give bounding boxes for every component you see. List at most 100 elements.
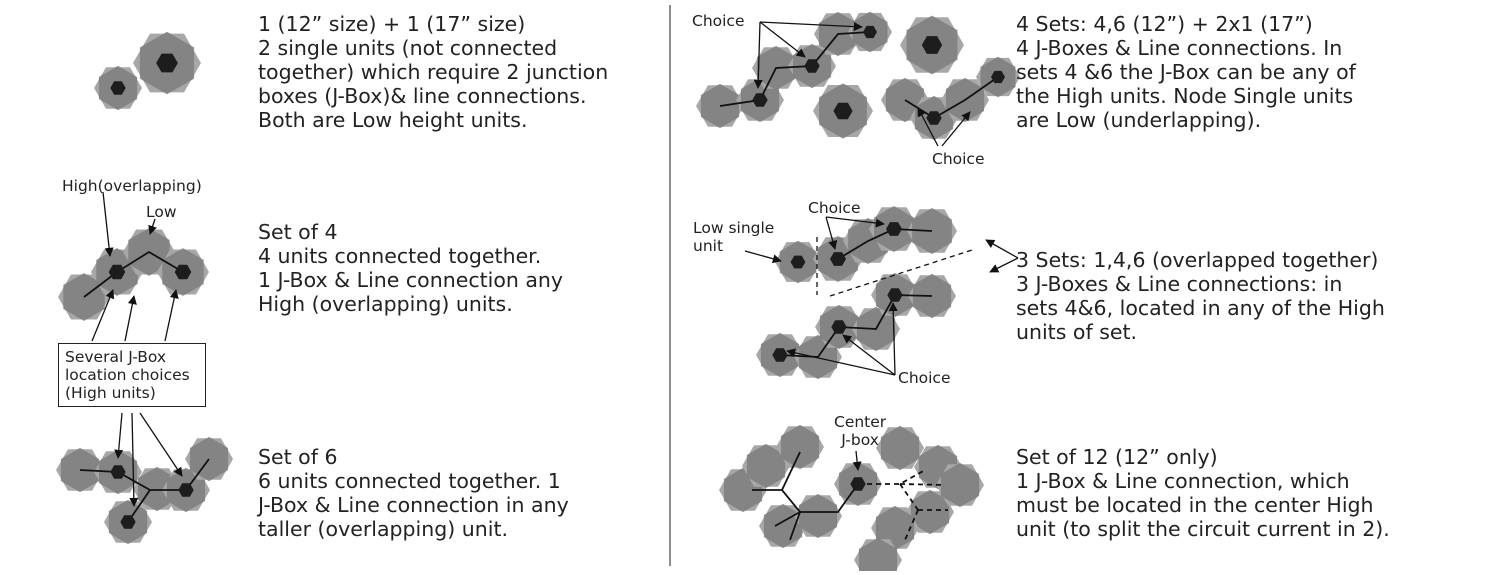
description-single-units: 1 (12” size) + 1 (17” size) 2 single uni… bbox=[258, 12, 608, 132]
box-line: Several J-Box bbox=[65, 348, 167, 366]
junction-node bbox=[863, 25, 877, 39]
desc-line: J-Box & Line connection in any bbox=[258, 493, 569, 517]
description-set-of-6: Set of 6 6 units connected together. 1 J… bbox=[258, 445, 569, 541]
desc-line: unit (to split the circuit current in 2)… bbox=[1016, 517, 1390, 541]
pointer-arrow bbox=[842, 334, 896, 376]
desc-line: 3 J-Boxes & Line connections: in bbox=[1016, 272, 1343, 296]
desc-line: 3 Sets: 1,4,6 (overlapped together) bbox=[1016, 248, 1379, 272]
pointer-arrow bbox=[744, 250, 782, 264]
label-low: Low bbox=[146, 203, 177, 221]
connection-line-dashed bbox=[899, 483, 946, 486]
label-center-jbox: Center J-box bbox=[834, 413, 886, 449]
desc-line: units of set. bbox=[1016, 320, 1138, 344]
junction-nodes bbox=[108, 25, 1005, 529]
desc-line: 2 single units (not connected bbox=[258, 36, 558, 60]
pointer-arrow bbox=[825, 216, 838, 250]
pointer-arrow bbox=[759, 21, 806, 58]
label-line: Low single bbox=[693, 219, 775, 237]
junction-node bbox=[850, 477, 866, 491]
desc-line: 4 units connected together. bbox=[258, 244, 542, 268]
pointer-arrow bbox=[114, 412, 124, 459]
junction-node bbox=[110, 465, 126, 479]
junction-node bbox=[772, 348, 788, 362]
junction-node bbox=[174, 264, 192, 280]
junction-node bbox=[178, 483, 194, 497]
pointer-arrow bbox=[129, 412, 139, 507]
desc-line: must be located in the center High bbox=[1016, 493, 1374, 517]
pointer-arrow bbox=[164, 289, 179, 342]
description-set-of-4: Set of 4 4 units connected together. 1 J… bbox=[258, 220, 563, 316]
hexagon-unit-shade bbox=[940, 462, 980, 508]
label-line: J-box bbox=[841, 431, 879, 449]
hexagon-unit-shade bbox=[875, 505, 915, 551]
desc-line: Set of 12 (12” only) bbox=[1016, 445, 1218, 469]
desc-line: boxes (J-Box)& line connections. bbox=[258, 84, 587, 108]
junction-node bbox=[790, 255, 806, 269]
desc-line: together) which require 2 junction bbox=[258, 60, 609, 84]
description-4-sets: 4 Sets: 4,6 (12”) + 2x1 (17”) 4 J-Boxes … bbox=[1016, 12, 1356, 132]
desc-line: Set of 4 bbox=[258, 220, 338, 244]
pointer-arrow bbox=[941, 111, 971, 147]
junction-node bbox=[752, 93, 768, 107]
label-line: unit bbox=[693, 237, 724, 255]
hexagon-unit-shade bbox=[798, 493, 838, 539]
junction-node bbox=[108, 264, 126, 280]
label-line: Center bbox=[834, 413, 887, 431]
hexagon-unit-shade bbox=[880, 425, 920, 471]
junction-node bbox=[887, 288, 903, 302]
pointer-arrow bbox=[917, 107, 939, 147]
pointer-arrow bbox=[985, 239, 1019, 259]
desc-line: 4 Sets: 4,6 (12”) + 2x1 (17”) bbox=[1016, 12, 1313, 36]
desc-line: the High units. Node Single units bbox=[1016, 84, 1354, 108]
junction-node bbox=[833, 102, 853, 120]
pointer-arrow bbox=[852, 450, 862, 471]
description-set-of-12: Set of 12 (12” only) 1 J-Box & Line conn… bbox=[1016, 445, 1390, 541]
connection-line bbox=[83, 250, 184, 298]
desc-line: 1 (12” size) + 1 (17” size) bbox=[258, 12, 526, 36]
box-line: location choices bbox=[65, 366, 190, 384]
junction-node bbox=[926, 111, 942, 125]
pointer-arrow bbox=[91, 289, 115, 342]
junction-node bbox=[991, 70, 1005, 84]
junction-node bbox=[120, 515, 136, 529]
label-choice-mid: Choice bbox=[808, 199, 861, 217]
junction-node bbox=[804, 59, 820, 73]
connection-line bbox=[781, 451, 801, 491]
divider-line-dashed bbox=[829, 249, 973, 297]
desc-line: 1 J-Box & Line connection, which bbox=[1016, 469, 1350, 493]
desc-line: Set of 6 bbox=[258, 445, 338, 469]
label-high-overlapping: High(overlapping) bbox=[62, 177, 202, 195]
connection-line-dashed bbox=[858, 469, 926, 485]
description-3-sets: 3 Sets: 1,4,6 (overlapped together) 3 J-… bbox=[1016, 248, 1385, 344]
pointer-arrow bbox=[124, 295, 137, 342]
desc-line: 1 J-Box & Line connection any bbox=[258, 268, 564, 292]
junction-node bbox=[831, 320, 847, 334]
connection-line bbox=[837, 228, 933, 260]
pointer-arrow bbox=[888, 302, 898, 376]
desc-line: High (overlapping) units. bbox=[258, 292, 513, 316]
desc-line: taller (overlapping) unit. bbox=[258, 517, 508, 541]
pointer-arrow bbox=[825, 216, 885, 228]
pointer-arrow bbox=[786, 348, 896, 376]
desc-line: Both are Low height units. bbox=[258, 108, 528, 132]
junction-node bbox=[156, 53, 178, 73]
box-line: (High units) bbox=[65, 384, 156, 402]
desc-line: 6 units connected together. 1 bbox=[258, 469, 561, 493]
connection-line-dashed bbox=[904, 509, 919, 541]
pointer-arrows bbox=[91, 21, 1019, 507]
desc-line: are Low (underlapping). bbox=[1016, 108, 1262, 132]
label-several-choices: Several J-Box location choices (High uni… bbox=[58, 343, 206, 407]
pointer-arrow bbox=[139, 412, 183, 477]
hexagon-unit-shade bbox=[780, 424, 820, 470]
label-choice-bottom: Choice bbox=[932, 150, 985, 168]
pointer-arrow bbox=[989, 257, 1019, 273]
hexagon-unit-shade bbox=[746, 443, 786, 489]
pointer-arrow bbox=[148, 218, 157, 235]
connection-line bbox=[789, 511, 801, 541]
pointer-arrow bbox=[102, 191, 114, 257]
hexagon-unit-shade bbox=[137, 466, 177, 512]
label-choice-lower: Choice bbox=[898, 369, 951, 387]
label-low-single-unit: Low single unit bbox=[693, 219, 774, 255]
